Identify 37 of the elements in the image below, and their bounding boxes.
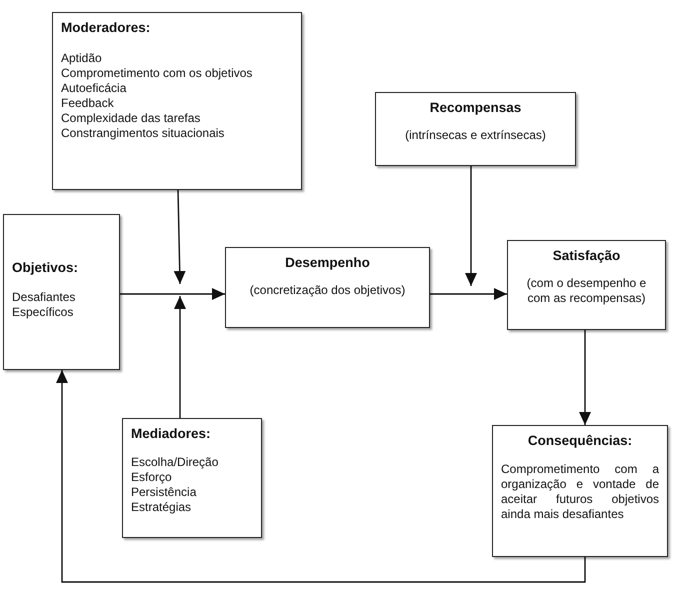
box-text: (com o desempenho e com as recompensas) [526,276,648,306]
box-text: Estratégias [131,500,192,515]
box-text: Comprometimento com os objetivos [61,66,254,81]
box-text: Complexidade das tarefas [61,111,202,126]
box-text: Específicos [12,305,74,320]
arrow [579,330,591,425]
arrow [120,288,225,300]
arrow [56,370,586,583]
box-text: Comprometimento com a organização e vontade de aceitar futuros objetivos ainda mais desafiantes [501,462,659,522]
text-box [3,214,120,370]
arrow [465,166,477,286]
box-heading: Consequências: [526,432,634,449]
box-text: Constrangimentos situacionais [61,126,226,141]
text-box [52,12,302,190]
arrow [174,190,186,284]
text-box [225,247,430,328]
box-heading: Desempenho [284,254,371,271]
box-heading: Objetivos: [12,259,80,276]
arrow [430,288,507,300]
text-box [375,92,576,166]
box-text: (intrínsecas e extrínsecas) [404,128,547,143]
box-text: Aptidão [61,51,103,66]
text-box [507,240,666,330]
text-box [122,418,262,538]
box-text: (concretização dos objetivos) [248,283,406,298]
box-heading: Recompensas [428,99,522,116]
box-text: Feedback [61,96,115,111]
box-heading: Satisfação [552,247,622,264]
box-text: Escolha/Direção [131,455,220,470]
arrow [174,296,186,418]
box-heading: Mediadores: [131,425,212,442]
text-box [492,425,668,557]
box-text: Persistência [131,485,198,500]
box-text: Desafiantes [12,290,76,305]
box-text: Esforço [131,470,173,485]
box-heading: Moderadores: [61,19,152,36]
box-text: Autoeficácia [61,81,128,96]
